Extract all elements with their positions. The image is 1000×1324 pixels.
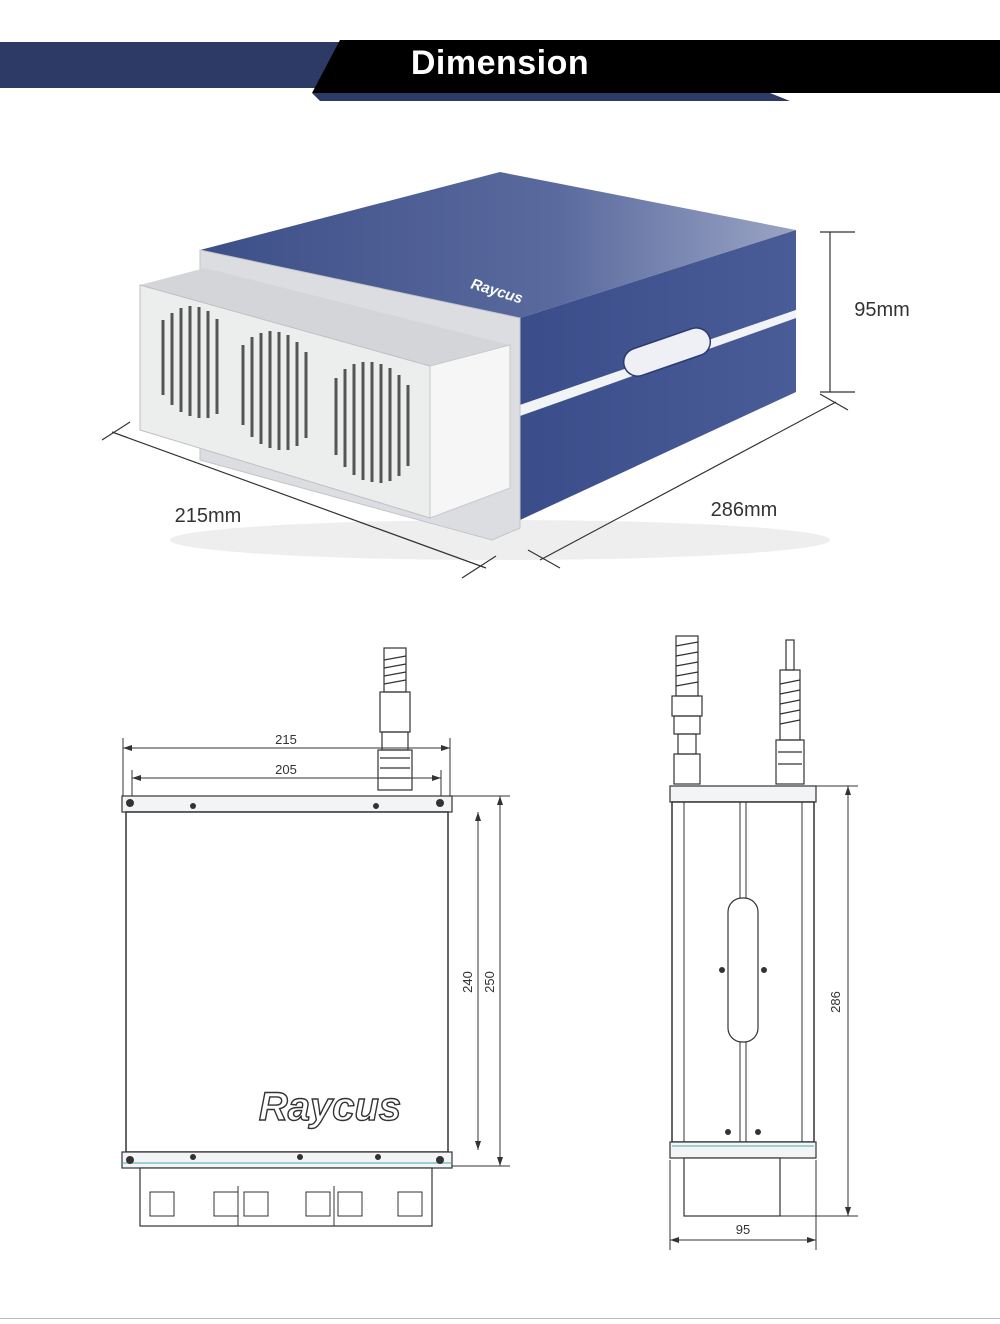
banner-graphic [0, 40, 1000, 101]
banner-navy-underline [312, 93, 790, 101]
product-3d-view: Raycus 95mm 215mm 286mm [101, 172, 910, 579]
top-flange [121, 795, 453, 813]
side-width-dimension-line [669, 1160, 817, 1250]
front-brand-logo: Raycus [259, 1085, 401, 1129]
side-cable-right [775, 639, 805, 785]
housing-side-upper [520, 230, 796, 405]
arrow [497, 796, 503, 805]
fan-box [139, 1167, 433, 1227]
inner-width-label: 205 [275, 762, 297, 777]
arrow [123, 745, 132, 751]
banner-black-band [312, 40, 1000, 93]
product-shadow [170, 520, 830, 560]
housing-side-lower [520, 318, 796, 520]
height-label: 95mm [854, 299, 910, 321]
header-banner: Dimension [0, 0, 1000, 110]
arrow [132, 775, 141, 781]
page-title: Dimension [410, 44, 590, 82]
outer-height-label: 250 [482, 971, 497, 993]
housing-outline [125, 811, 449, 1153]
arrow [807, 1237, 816, 1243]
arrow [670, 1237, 679, 1243]
side-fan-box [683, 1157, 781, 1217]
arrow [845, 786, 851, 795]
arrow [845, 1207, 851, 1216]
depth-dimension-line [527, 393, 849, 569]
arrow [441, 745, 450, 751]
bottom-divider [0, 1318, 1000, 1319]
inner-height-label: 240 [460, 971, 475, 993]
width-label: 215mm [175, 505, 242, 527]
vertical-dimension-lines [452, 795, 510, 1167]
side-handle [622, 327, 712, 377]
front-technical-drawing: 215 205 Raycus 240 250 [121, 647, 510, 1227]
side-handle-outline [727, 897, 759, 1043]
mounting-screws [126, 799, 444, 1164]
side-depth-label: 286 [828, 991, 843, 1013]
side-cable-left [671, 635, 703, 785]
fan-grille-1 [161, 306, 219, 418]
fan-cover-side [429, 344, 511, 519]
side-top-flange [669, 785, 817, 803]
arrow [475, 812, 481, 821]
fan-box-slots [149, 1186, 423, 1226]
banner-navy-left [0, 42, 360, 88]
depth-label: 286mm [711, 499, 778, 521]
width-dimension-line [101, 421, 497, 579]
height-dimension-line [820, 231, 855, 393]
arrow [432, 775, 441, 781]
arrow [475, 1141, 481, 1150]
outer-width-label: 215 [275, 732, 297, 747]
arrow [497, 1157, 503, 1166]
side-width-label: 95 [736, 1222, 750, 1237]
fiber-cable [377, 647, 413, 791]
side-bottom-flange [669, 1141, 817, 1159]
fan-grille-2 [241, 331, 308, 450]
bottom-flange [121, 1151, 453, 1169]
fan-grille-3 [334, 362, 410, 483]
top-dimension-lines [122, 738, 451, 800]
side-depth-dimension-line [780, 785, 858, 1217]
side-technical-drawing: 286 95 [669, 635, 858, 1250]
